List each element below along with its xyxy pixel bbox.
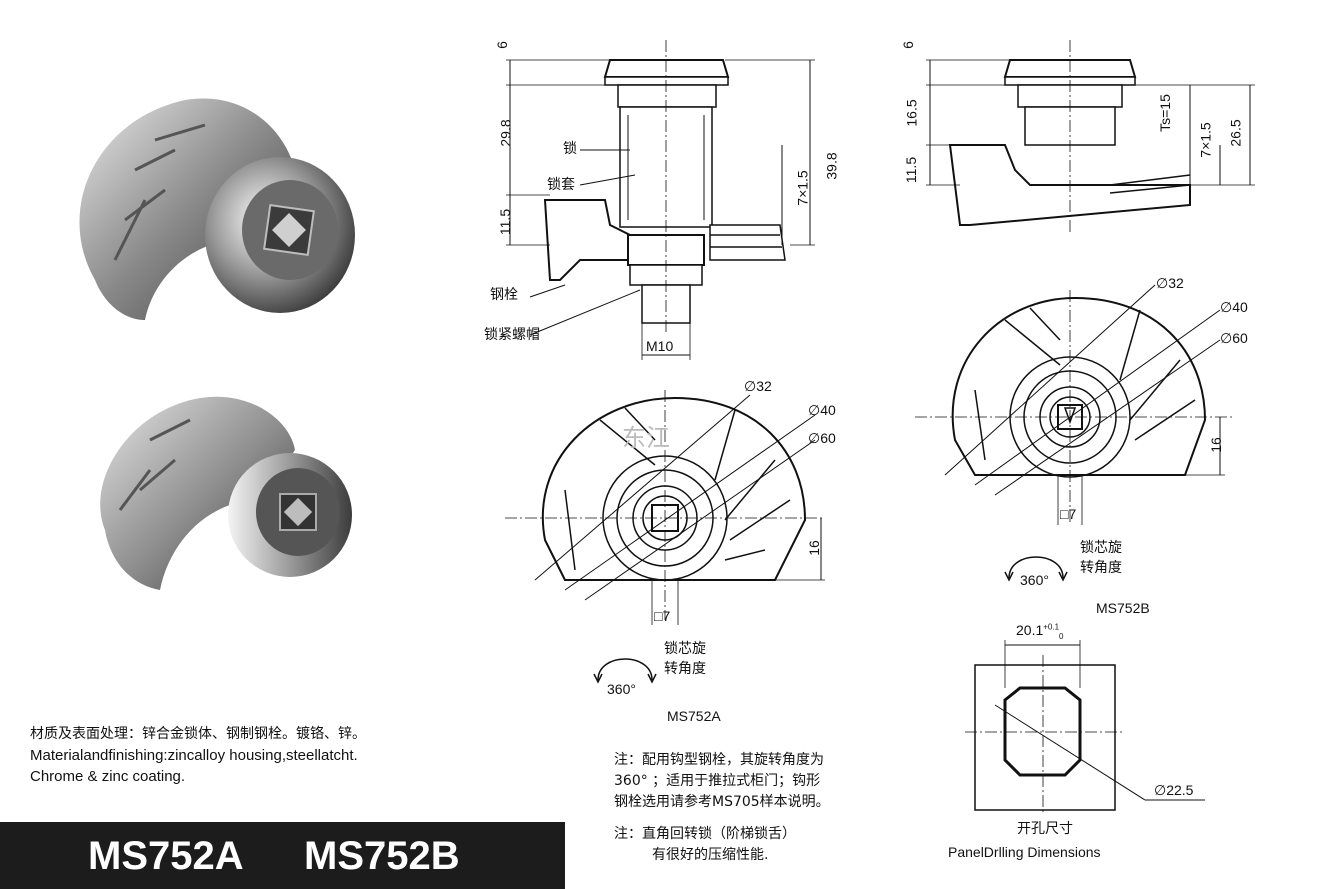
model-label-a: MS752A	[667, 708, 721, 724]
note-1-line-2: 360° ；适用于推拉式柜门；钩形	[614, 773, 821, 789]
label-lock: 锁	[563, 141, 577, 157]
rot-a-line1: 锁芯旋	[664, 641, 706, 657]
rot-b-angle: 360°	[1020, 572, 1049, 588]
dim-a-thread: 7×1.5	[794, 170, 811, 206]
rotation-arrow-b-icon	[1004, 556, 1068, 582]
materials-cn: 材质及表面处理：锌合金锁体、钢制钢栓。镀铬、锌。	[30, 726, 366, 742]
label-nut: 锁紧螺帽	[484, 327, 540, 343]
dim-a-bolt: M10	[646, 338, 674, 354]
dim-b-h2: 11.5	[903, 156, 920, 184]
front-view-b	[915, 284, 1235, 525]
side-view-b	[926, 40, 1255, 235]
note-1-line-3: 钢栓选用请参考MS705样本说明。	[614, 794, 830, 810]
dim-b-h1: 16.5	[903, 99, 920, 127]
watermark: 东江	[622, 424, 670, 452]
panel-title-cn: 开孔尺寸	[1017, 821, 1073, 837]
front-b-h16: 16	[1207, 437, 1224, 453]
panel-cutout	[965, 640, 1205, 815]
rot-b-line1: 锁芯旋	[1080, 540, 1122, 556]
panel-tolerance: +0.1	[1043, 622, 1060, 632]
label-sleeve: 锁套	[547, 177, 575, 193]
dim-b-top: 6	[899, 41, 916, 49]
front-a-d32: ∅32	[744, 378, 772, 394]
front-b-d32: ∅32	[1156, 275, 1184, 291]
panel-diameter: ∅22.5	[1154, 782, 1194, 798]
dim-a-h2: 11.5	[497, 208, 514, 236]
front-b-sq7: □7	[1060, 506, 1077, 522]
front-a-d40: ∅40	[808, 402, 836, 418]
panel-width: 20.1+0.10	[1016, 622, 1064, 641]
rotation-arrow-a-icon	[593, 658, 657, 684]
product-photo-b	[100, 396, 352, 590]
dim-a-top: 6	[493, 41, 510, 49]
label-latch: 钢栓	[490, 287, 518, 303]
front-a-h16: 16	[805, 540, 822, 556]
rot-a-line2: 转角度	[664, 661, 706, 677]
front-view-a	[505, 390, 825, 625]
dim-b-thread: 7×1.5	[1197, 122, 1214, 158]
front-b-d60: ∅60	[1220, 330, 1248, 346]
panel-width-value: 20.1	[1016, 622, 1044, 638]
rot-b-line2: 转角度	[1080, 560, 1122, 576]
materials-en-1: Materialandfinishing:zincalloy housing,s…	[30, 747, 358, 764]
note-1-line-1: 注：配用钩型钢栓，其旋转角度为	[614, 752, 824, 768]
front-a-d60: ∅60	[808, 430, 836, 446]
front-b-d40: ∅40	[1220, 299, 1248, 315]
rot-a-angle: 360°	[607, 681, 636, 697]
panel-tolerance-lower: 0	[1059, 631, 1064, 641]
product-photo-a	[79, 98, 355, 320]
materials-en-2: Chrome & zinc coating.	[30, 768, 186, 785]
title-model-b: MS752B	[304, 834, 460, 878]
dim-b-total: 26.5	[1227, 119, 1244, 147]
front-a-sq7: □7	[654, 608, 671, 624]
dim-a-h1: 29.8	[497, 119, 514, 147]
note-2-line-2: 有很好的压缩性能.	[652, 847, 769, 863]
title-model-a: MS752A	[88, 834, 244, 878]
note-2-line-1: 注：直角回转锁（阶梯锁舌）	[614, 826, 796, 842]
side-view-a	[506, 40, 815, 360]
dim-b-ts: Ts=15	[1156, 94, 1173, 132]
model-label-b: MS752B	[1096, 600, 1150, 616]
panel-title-en: PanelDrlling Dimensions	[948, 844, 1101, 860]
dim-a-total: 39.8	[823, 152, 840, 180]
title-bar: MS752A MS752B	[0, 822, 565, 889]
